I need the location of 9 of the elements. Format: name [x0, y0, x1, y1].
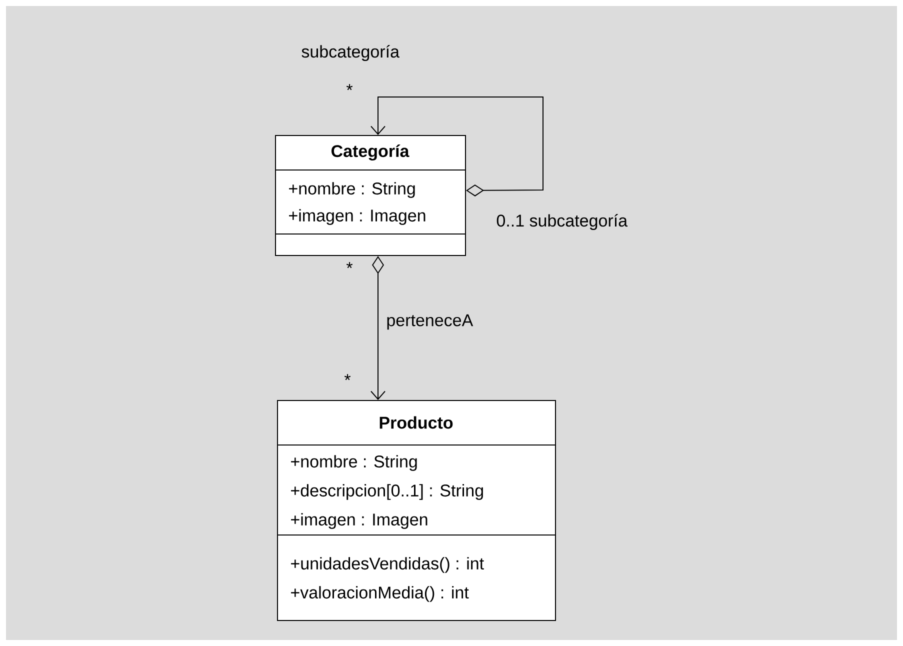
role-label: subcategoría — [302, 44, 400, 62]
class-box: Producto +nombre : String +descripcion[0..1] : String +imagen : Imagen +unidadesVendidas() : int +valoracionMedia() : int — [276, 400, 556, 621]
role-label: 0..1 subcategoría — [496, 214, 628, 230]
edge-label: perteneceA — [387, 314, 474, 330]
association-line — [370, 256, 386, 400]
role-label: * — [344, 374, 351, 380]
role-label: * — [346, 84, 353, 90]
class-box: Categoría +nombre : String +imagen : Imagen — [274, 135, 466, 256]
association-line — [370, 96, 544, 196]
